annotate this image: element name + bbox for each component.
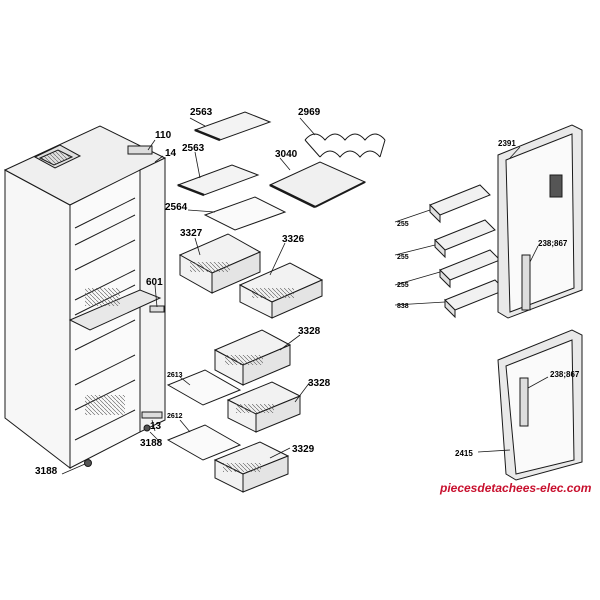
label-14: 14 — [165, 148, 177, 159]
label-238-867-upper: 238;867 — [538, 239, 568, 248]
glass-shelf-3040 — [268, 161, 367, 209]
fridge-cabinet — [3, 125, 167, 470]
label-2564: 2564 — [165, 202, 188, 213]
label-13: 13 — [150, 421, 162, 432]
label-255-a: 255 — [397, 221, 409, 228]
watermark: piecesdetachees-elec.com — [439, 481, 592, 495]
label-2613: 2613 — [167, 372, 183, 379]
label-2415: 2415 — [455, 449, 473, 458]
label-2563-lower: 2563 — [182, 143, 205, 154]
label-601: 601 — [146, 277, 163, 288]
label-3326: 3326 — [282, 234, 305, 245]
label-3328-upper: 3328 — [298, 326, 321, 337]
drawer-3328-lower — [226, 381, 302, 433]
bottle-rack-2969 — [304, 133, 386, 158]
label-3188-right: 3188 — [140, 438, 163, 449]
label-2612: 2612 — [167, 413, 183, 420]
drawer-3328-upper — [213, 329, 292, 386]
label-110: 110 — [155, 130, 172, 141]
fridge-door-upper — [497, 124, 583, 319]
label-3327: 3327 — [180, 228, 203, 239]
drawer-3329 — [213, 441, 290, 493]
label-3329: 3329 — [292, 444, 315, 455]
glass-shelf-top — [176, 111, 272, 197]
label-238-867-lower: 238;867 — [550, 370, 580, 379]
label-3040: 3040 — [275, 149, 298, 160]
label-255-b: 255 — [397, 254, 409, 261]
label-2391: 2391 — [498, 139, 516, 148]
label-2563-upper: 2563 — [190, 107, 213, 118]
leader-lines — [61, 117, 549, 475]
drawer-3326 — [238, 262, 324, 319]
glass-plate-2564 — [203, 196, 287, 231]
drawer-3327 — [178, 233, 262, 294]
part-labels: 110 14 2563 2563 2969 3040 2564 3327 332… — [35, 107, 580, 477]
label-255-c: 255 — [397, 282, 409, 289]
label-3188-left: 3188 — [35, 466, 58, 477]
label-3328-lower: 3328 — [308, 378, 331, 389]
watermark-text: piecesdetachees-elec.com — [439, 481, 592, 495]
glass-plates-2613-2612 — [166, 369, 242, 461]
label-2969: 2969 — [298, 107, 321, 118]
label-838: 838 — [397, 303, 409, 310]
freezer-door-lower — [497, 329, 583, 481]
door-balconies — [429, 184, 506, 319]
